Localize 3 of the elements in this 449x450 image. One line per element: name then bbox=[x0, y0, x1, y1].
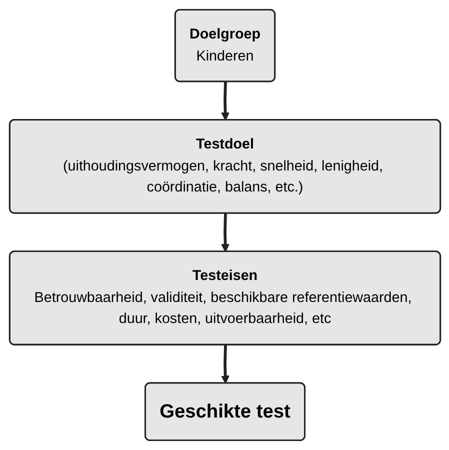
arrow bbox=[220, 213, 229, 252]
arrow bbox=[220, 82, 229, 121]
arrow bbox=[220, 345, 229, 384]
